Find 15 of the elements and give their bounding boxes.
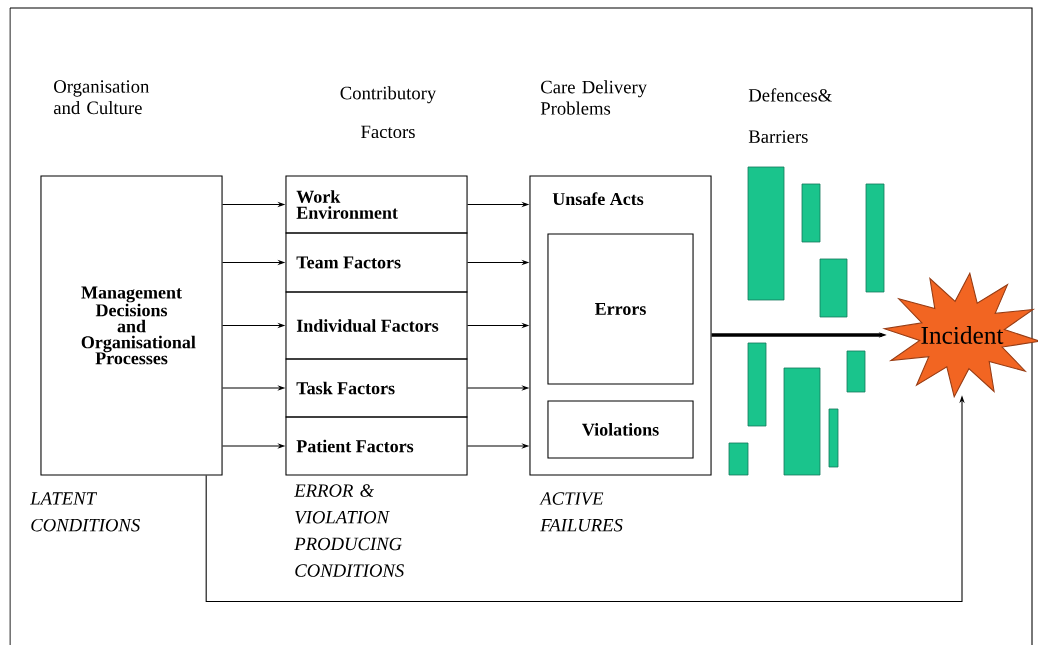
factor-cell: Work Environment [285,175,468,234]
factor-cell: Task Factors [285,358,468,418]
factor-cell: Team Factors [285,232,468,293]
condition-note: ACTIVE FAILURES [539,492,623,532]
process-box: Errors [547,233,694,385]
process-box: Violations [547,400,694,459]
column-heading: Care Delivery Problems [540,80,647,115]
factor-cell: Patient Factors [285,416,468,476]
column-heading: Organisation and Culture [53,80,150,115]
column-heading: Defences& Barriers [748,88,832,143]
process-box: Management Decisions and Organisational Processes [40,175,223,476]
condition-note: LATENT CONDITIONS [30,492,140,532]
incident-starburst: Incident [882,271,1038,399]
column-heading: Contributory Factors [340,86,437,139]
factor-cell: Individual Factors [285,291,468,360]
